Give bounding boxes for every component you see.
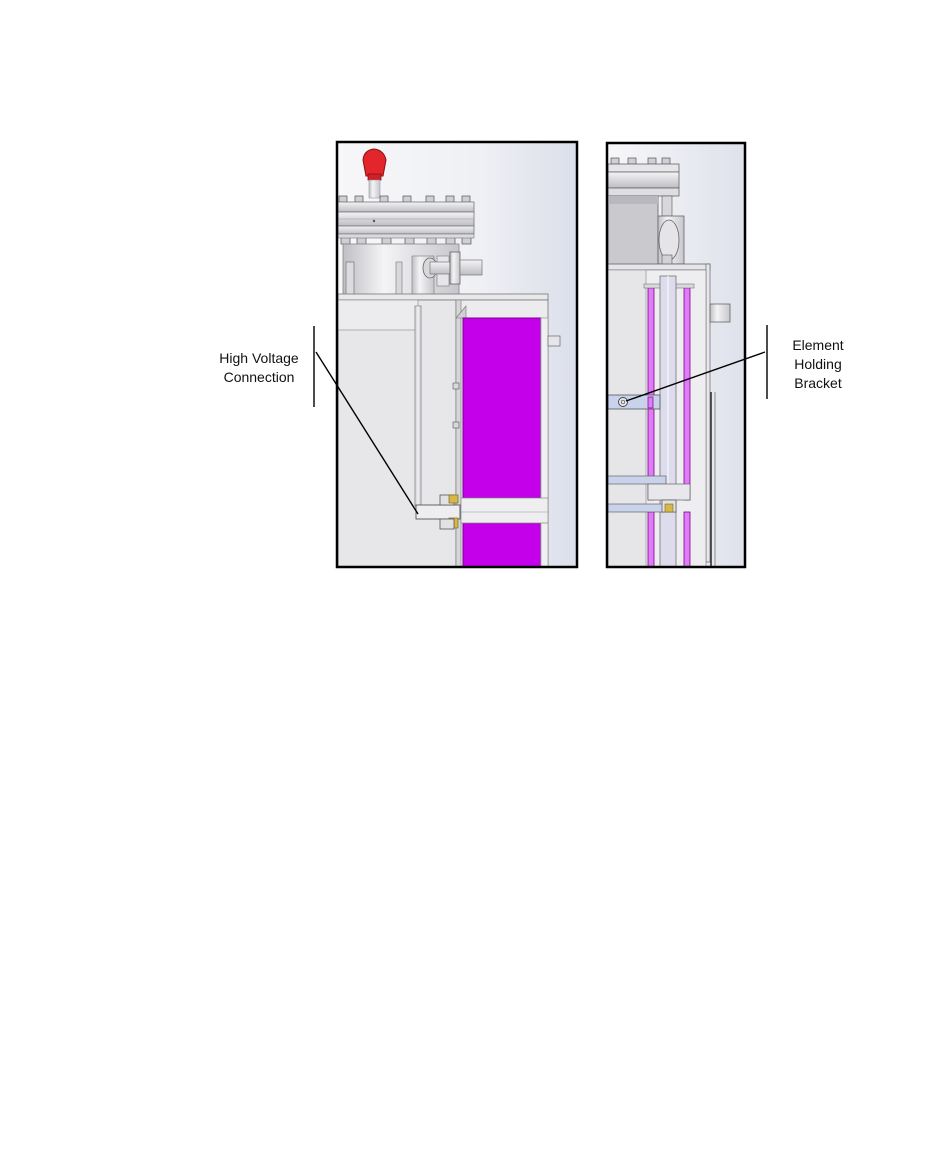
element-holding-bracket-label: Element Holding Bracket: [776, 336, 860, 393]
side-chamber-body: [608, 196, 658, 268]
front-view-panel: [337, 142, 577, 568]
heating-element-upper: [463, 318, 541, 498]
element-label-line2: Holding: [776, 355, 860, 374]
high-voltage-label-line2: Connection: [210, 368, 308, 387]
element-strip-right: [684, 288, 690, 500]
flange-bolts-top: [339, 196, 470, 202]
element-label-line3: Bracket: [776, 374, 860, 393]
element-strip-left: [648, 288, 654, 500]
element-holding-bracket: [608, 395, 660, 409]
high-voltage-connection-label: High Voltage Connection: [210, 349, 308, 387]
side-nub: [548, 336, 560, 346]
enclosure-top-plate: [338, 294, 548, 300]
high-voltage-label-line1: High Voltage: [210, 349, 308, 368]
element-label-line1: Element: [776, 336, 860, 355]
brass-terminal-upper: [449, 495, 458, 503]
side-view-panel: [607, 143, 745, 568]
heating-element-lower: [463, 523, 541, 568]
top-flange: [338, 196, 474, 244]
